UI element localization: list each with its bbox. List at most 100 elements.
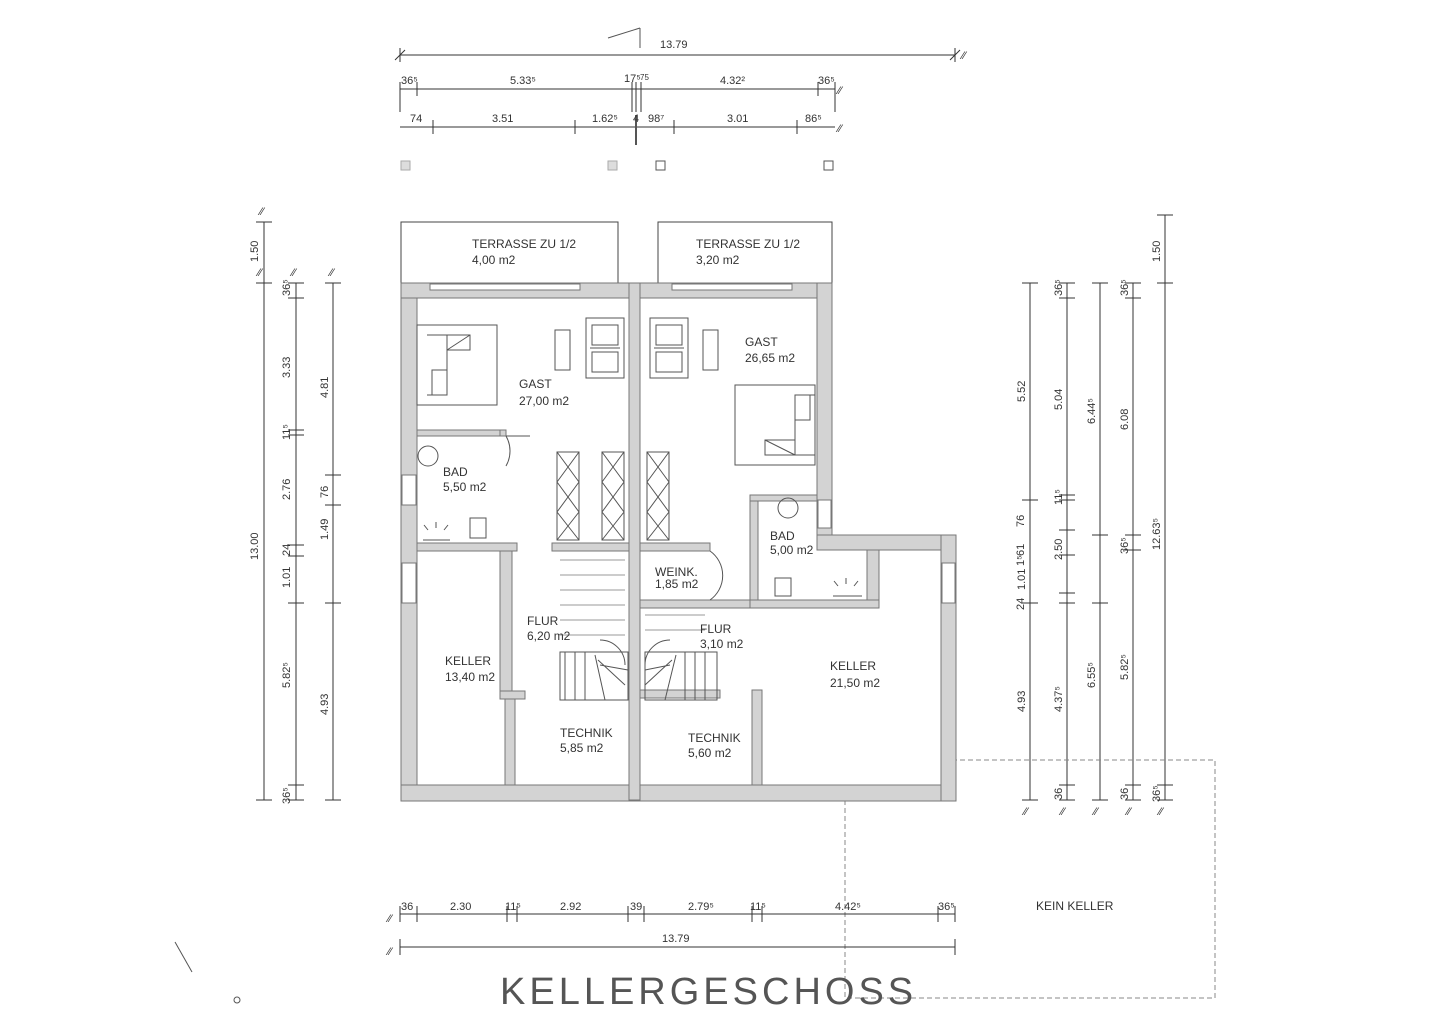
technik-right-name: TECHNIK bbox=[688, 731, 741, 745]
dim-left-inner-2: 1.49 bbox=[319, 519, 331, 540]
dim-left-mid-0: 36⁵ bbox=[281, 279, 293, 296]
dim-bottom-6: 11⁵ bbox=[750, 901, 766, 913]
gast-right-name: GAST bbox=[745, 335, 778, 349]
dim-tick-right-e: ⁄⁄ bbox=[1156, 806, 1165, 818]
dim-left-mid-5: 1.01 bbox=[281, 567, 293, 588]
dim-right-c3-1: 2.50 bbox=[1053, 539, 1065, 560]
dim-top-r2-2: 17⁵ bbox=[624, 73, 641, 85]
dim-tick-left-b: ⁄⁄ bbox=[255, 267, 264, 279]
dim-top-r2-3: 75 bbox=[640, 73, 649, 82]
bad-left-name: BAD bbox=[443, 465, 468, 479]
dim-right-c2-0: 36⁵ bbox=[1053, 279, 1065, 296]
dim-left-mid-2: 11⁵ bbox=[281, 424, 293, 440]
dim-tick-right-c: ⁄⁄ bbox=[1091, 806, 1100, 818]
dim-right-c4-2: 36⁵ bbox=[1119, 537, 1131, 554]
dim-top-r3-2: 1.62⁵ bbox=[592, 113, 618, 125]
dim-tick-right-a: ⁄⁄ bbox=[1021, 806, 1030, 818]
dim-right-c3-0: 6.44⁵ bbox=[1086, 398, 1098, 424]
dim-top-r3-4: 98⁷ bbox=[648, 113, 664, 125]
dim-top-r3-6: 86⁵ bbox=[805, 113, 822, 125]
dim-right-c1-2: 4.93 bbox=[1016, 691, 1028, 712]
dim-right-c5-0: 1.50 bbox=[1151, 241, 1163, 262]
dim-right-c5-1: 12.63⁵ bbox=[1151, 518, 1163, 550]
dim-left-outer-0: 1.50 bbox=[249, 241, 261, 262]
room-labels: TERRASSE ZU 1/2 4,00 m2 TERRASSE ZU 1/2 … bbox=[443, 237, 1114, 913]
dim-bottom-0: 36 bbox=[401, 901, 413, 913]
flur-right-area: 3,10 m2 bbox=[700, 637, 744, 651]
dim-tick-mark-2: ⁄⁄ bbox=[835, 85, 844, 97]
terrasse-right-area: 3,20 m2 bbox=[696, 253, 740, 267]
bad-left-area: 5,50 m2 bbox=[443, 480, 487, 494]
dim-right-c1-0: 5.52 bbox=[1016, 381, 1028, 402]
dim-bottom-1: 2.30 bbox=[450, 901, 471, 913]
dim-left-mid-3: 2.76 bbox=[281, 479, 293, 500]
dim-right-c2-7: 4.37⁵ bbox=[1053, 686, 1065, 712]
top-dimension-chain: ⁄⁄ 13.79 36⁵ 5.33⁵ 17⁵ 75 4.32² 36⁵ ⁄⁄ 7… bbox=[394, 27, 968, 171]
terraces bbox=[400, 221, 833, 284]
terrasse-left-area: 4,00 m2 bbox=[472, 253, 516, 267]
keller-right-name: KELLER bbox=[830, 659, 876, 673]
dim-tick-left-c: ⁄⁄ bbox=[289, 267, 298, 279]
flur-left-name: FLUR bbox=[527, 614, 559, 628]
keller-left-area: 13,40 m2 bbox=[445, 670, 495, 684]
shelf-units bbox=[556, 451, 670, 541]
dim-right-c2-5: 1⁵ bbox=[1015, 555, 1027, 566]
technik-left-name: TECHNIK bbox=[560, 726, 613, 740]
terrasse-left-name: TERRASSE ZU 1/2 bbox=[472, 237, 576, 251]
dim-top-r3-5: 3.01 bbox=[727, 113, 748, 125]
weink-name: WEINK. bbox=[655, 565, 698, 579]
gast-left-name: GAST bbox=[519, 377, 552, 391]
dim-top-r2-4: 4.32² bbox=[720, 75, 745, 87]
dim-right-c1-1: 1.01 bbox=[1016, 569, 1028, 590]
dim-right-c3-2: 6.55⁵ bbox=[1086, 662, 1098, 688]
dim-right-c2-3: 76 bbox=[1015, 515, 1027, 527]
right-dimension-chain: 5.52 1.01 4.93 ⁄⁄ 36⁵ 5.04 11⁵ 76 61 1⁵ … bbox=[1015, 214, 1173, 818]
dim-right-c4-4: 36 bbox=[1119, 788, 1131, 800]
dim-tick-mark: ⁄⁄ bbox=[959, 50, 968, 62]
furniture bbox=[416, 317, 862, 701]
dim-left-outer-1: 13.00 bbox=[249, 532, 261, 560]
dim-top-total: 13.79 bbox=[660, 39, 688, 51]
dim-right-c2-6: 24 bbox=[1015, 598, 1027, 610]
flur-left-area: 6,20 m2 bbox=[527, 629, 571, 643]
technik-right-area: 5,60 m2 bbox=[688, 746, 732, 760]
dim-left-inner-0: 4.81 bbox=[319, 377, 331, 398]
dim-right-c2-1: 5.04 bbox=[1053, 389, 1065, 410]
dim-right-c4-3: 5.82⁵ bbox=[1119, 654, 1131, 680]
staircase-right bbox=[644, 614, 718, 701]
dim-right-c4-0: 36⁵ bbox=[1119, 279, 1131, 296]
dim-top-r2-5: 36⁵ bbox=[818, 75, 835, 87]
dim-right-c4-1: 6.08 bbox=[1119, 409, 1131, 430]
bottom-dimension-chain: ⁄⁄ 36 2.30 11⁵ 2.92 39 2.79⁵ 11⁵ 4.42⁵ 3… bbox=[385, 901, 956, 958]
dim-tick-left-a: ⁄⁄ bbox=[257, 206, 266, 218]
dim-top-r3-0: 74 bbox=[410, 113, 422, 125]
dim-top-r3-3: 4 bbox=[633, 113, 639, 125]
keller-left-name: KELLER bbox=[445, 654, 491, 668]
dim-left-inner-1: 76 bbox=[319, 486, 331, 498]
dim-tick-right-b: ⁄⁄ bbox=[1058, 806, 1067, 818]
dim-right-c2-8: 36 bbox=[1053, 788, 1065, 800]
kein-keller-label: KEIN KELLER bbox=[1036, 899, 1114, 913]
keller-right-area: 21,50 m2 bbox=[830, 676, 880, 690]
dim-top-r2-0: 36⁵ bbox=[401, 75, 418, 87]
terrasse-right-name: TERRASSE ZU 1/2 bbox=[696, 237, 800, 251]
dim-left-mid-7: 36⁵ bbox=[281, 787, 293, 804]
dim-bottom-5: 2.79⁵ bbox=[688, 901, 714, 913]
dim-bottom-7: 4.42⁵ bbox=[835, 901, 861, 913]
dim-tick-left-d: ⁄⁄ bbox=[327, 267, 336, 279]
walls bbox=[400, 282, 957, 802]
dim-bottom-3: 2.92 bbox=[560, 901, 581, 913]
dim-top-r2-1: 5.33⁵ bbox=[510, 75, 536, 87]
gast-left-area: 27,00 m2 bbox=[519, 394, 569, 408]
dim-tick-mark-3: ⁄⁄ bbox=[835, 123, 844, 135]
dim-tick-right-d: ⁄⁄ bbox=[1124, 806, 1133, 818]
left-dimension-chain: ⁄⁄ ⁄⁄ 1.50 13.00 ⁄⁄ 36⁵ 3.33 11⁵ 2.76 24… bbox=[249, 206, 341, 804]
dim-left-mid-6: 5.82⁵ bbox=[281, 662, 293, 688]
dim-right-c2-2: 11⁵ bbox=[1053, 489, 1065, 505]
dim-right-c2-4: 61 bbox=[1015, 544, 1027, 556]
bad-right-name: BAD bbox=[770, 529, 795, 543]
gast-right-area: 26,65 m2 bbox=[745, 351, 795, 365]
dim-right-c5-2: 36⁵ bbox=[1151, 785, 1163, 802]
dim-bottom-total: 13.79 bbox=[662, 933, 690, 945]
